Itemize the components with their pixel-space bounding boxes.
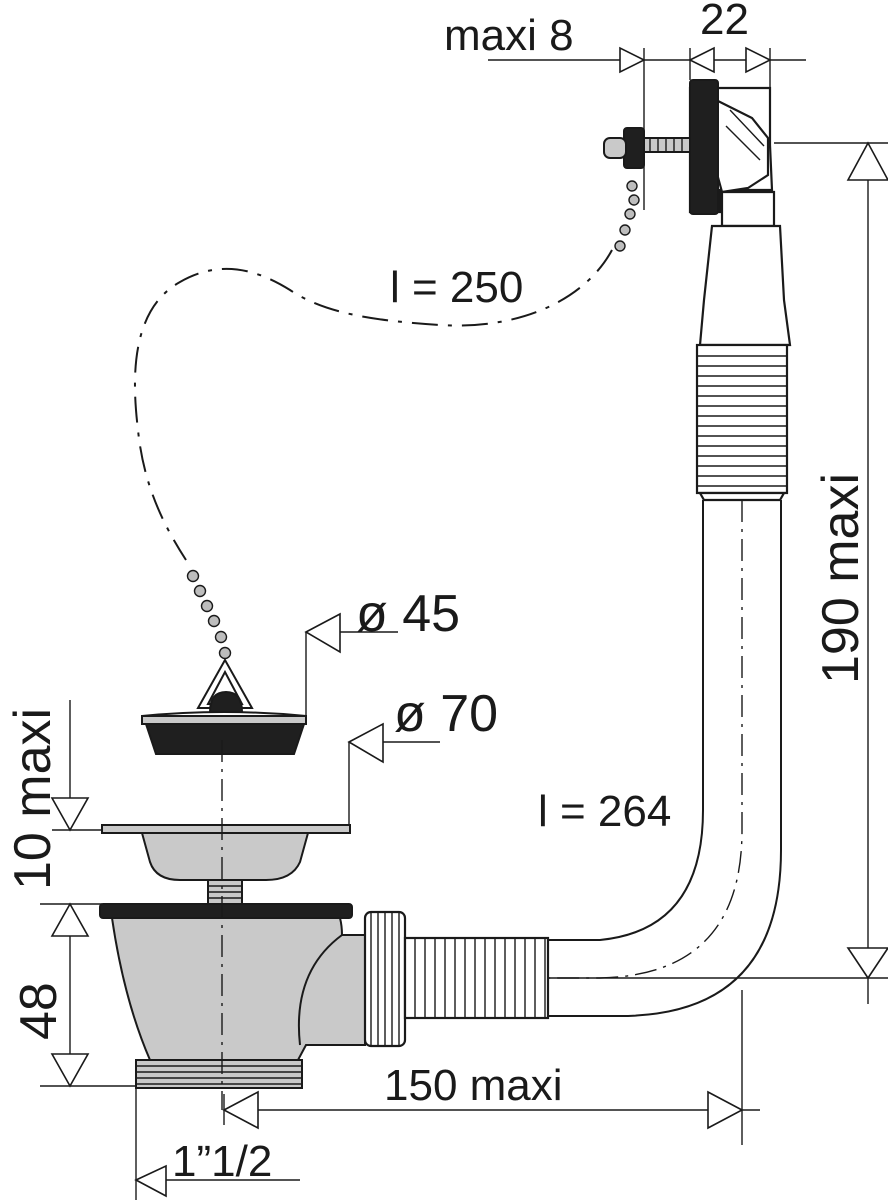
hose-length-label: l = 264 bbox=[538, 787, 671, 836]
arrow-icon bbox=[50, 1053, 90, 1088]
arrow-icon bbox=[134, 1164, 167, 1198]
waste-body bbox=[99, 903, 550, 1089]
upper-corrugated-hose bbox=[695, 343, 789, 495]
overflow-height-dimension: 190 maxi bbox=[540, 141, 888, 1004]
overflow-hose bbox=[548, 500, 782, 1017]
arrow-icon bbox=[50, 797, 90, 832]
arrow-icon bbox=[50, 902, 90, 937]
plug-diameter-dimension: ø 45 bbox=[304, 585, 460, 722]
arrow-icon bbox=[707, 1090, 744, 1130]
arrow-icon bbox=[619, 46, 646, 74]
strainer-diameter-label: ø 70 bbox=[394, 685, 498, 743]
plug-diameter-label: ø 45 bbox=[356, 585, 460, 643]
strainer bbox=[101, 824, 351, 905]
arrow-icon bbox=[688, 46, 715, 74]
plug bbox=[141, 657, 307, 755]
arrow-icon bbox=[304, 612, 341, 654]
strainer-height-dimension: 10 maxi bbox=[4, 700, 102, 890]
overflow-width-label: 22 bbox=[700, 0, 749, 44]
arrow-icon bbox=[745, 46, 772, 74]
body-height-dimension: 48 bbox=[10, 902, 136, 1088]
chain-length-label: l = 250 bbox=[390, 263, 523, 312]
overflow-assembly bbox=[488, 46, 806, 502]
overflow-gap-label: maxi 8 bbox=[444, 11, 574, 60]
arrow-icon bbox=[347, 722, 384, 764]
overflow-gasket bbox=[689, 79, 719, 215]
thread-size-dimension: 1”1/2 bbox=[134, 1088, 300, 1200]
thread-size-label: 1”1/2 bbox=[172, 1137, 272, 1186]
strainer-height-label: 10 maxi bbox=[4, 708, 62, 890]
horizontal-reach-dimension: 150 maxi bbox=[222, 990, 760, 1145]
overflow-height-label: 190 maxi bbox=[812, 473, 870, 684]
strainer-diameter-dimension: ø 70 bbox=[347, 685, 498, 830]
arrow-icon bbox=[222, 1090, 259, 1130]
arrow-icon bbox=[846, 947, 888, 980]
body-height-label: 48 bbox=[10, 982, 68, 1040]
horizontal-reach-label: 150 maxi bbox=[384, 1061, 563, 1110]
plug-chain bbox=[133, 249, 613, 660]
arrow-icon bbox=[846, 141, 888, 181]
